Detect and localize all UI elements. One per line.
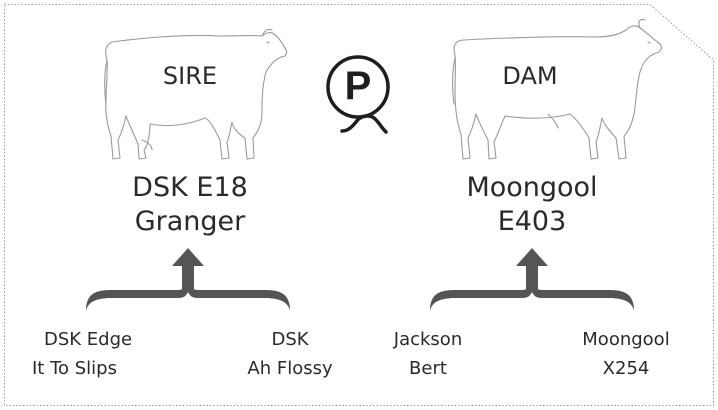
cow-outline-icon — [452, 18, 662, 160]
dam-brace-arrow — [430, 248, 634, 311]
dam-tag: DAM — [502, 62, 558, 90]
diagram-border — [4, 4, 714, 406]
logo-letter: P — [344, 64, 372, 108]
sire-name-line1: DSK E18 — [132, 172, 248, 203]
sire-parent-left-line1: DSK Edge — [44, 329, 133, 350]
dam-parent-left-line2: Bert — [409, 358, 447, 379]
dam-parent-right-line2: X254 — [602, 358, 650, 379]
brand-logo-icon — [326, 55, 390, 134]
sire-tag: SIRE — [162, 62, 218, 90]
dam-parent-left-line1: Jackson — [393, 329, 463, 350]
dam-name-line2: E403 — [497, 206, 567, 237]
sire-brace-arrow — [86, 248, 290, 311]
sire-parent-left-line2: It To Slips — [32, 358, 117, 379]
sire-name-line2: Granger — [134, 206, 246, 237]
dam-name-line1: Moongool — [466, 172, 598, 203]
sire-parent-right-line1: DSK — [271, 329, 309, 350]
sire-parent-right-line2: Ah Flossy — [247, 358, 333, 379]
dam-parent-right-line1: Moongool — [582, 329, 670, 350]
bull-outline-icon — [104, 28, 288, 160]
